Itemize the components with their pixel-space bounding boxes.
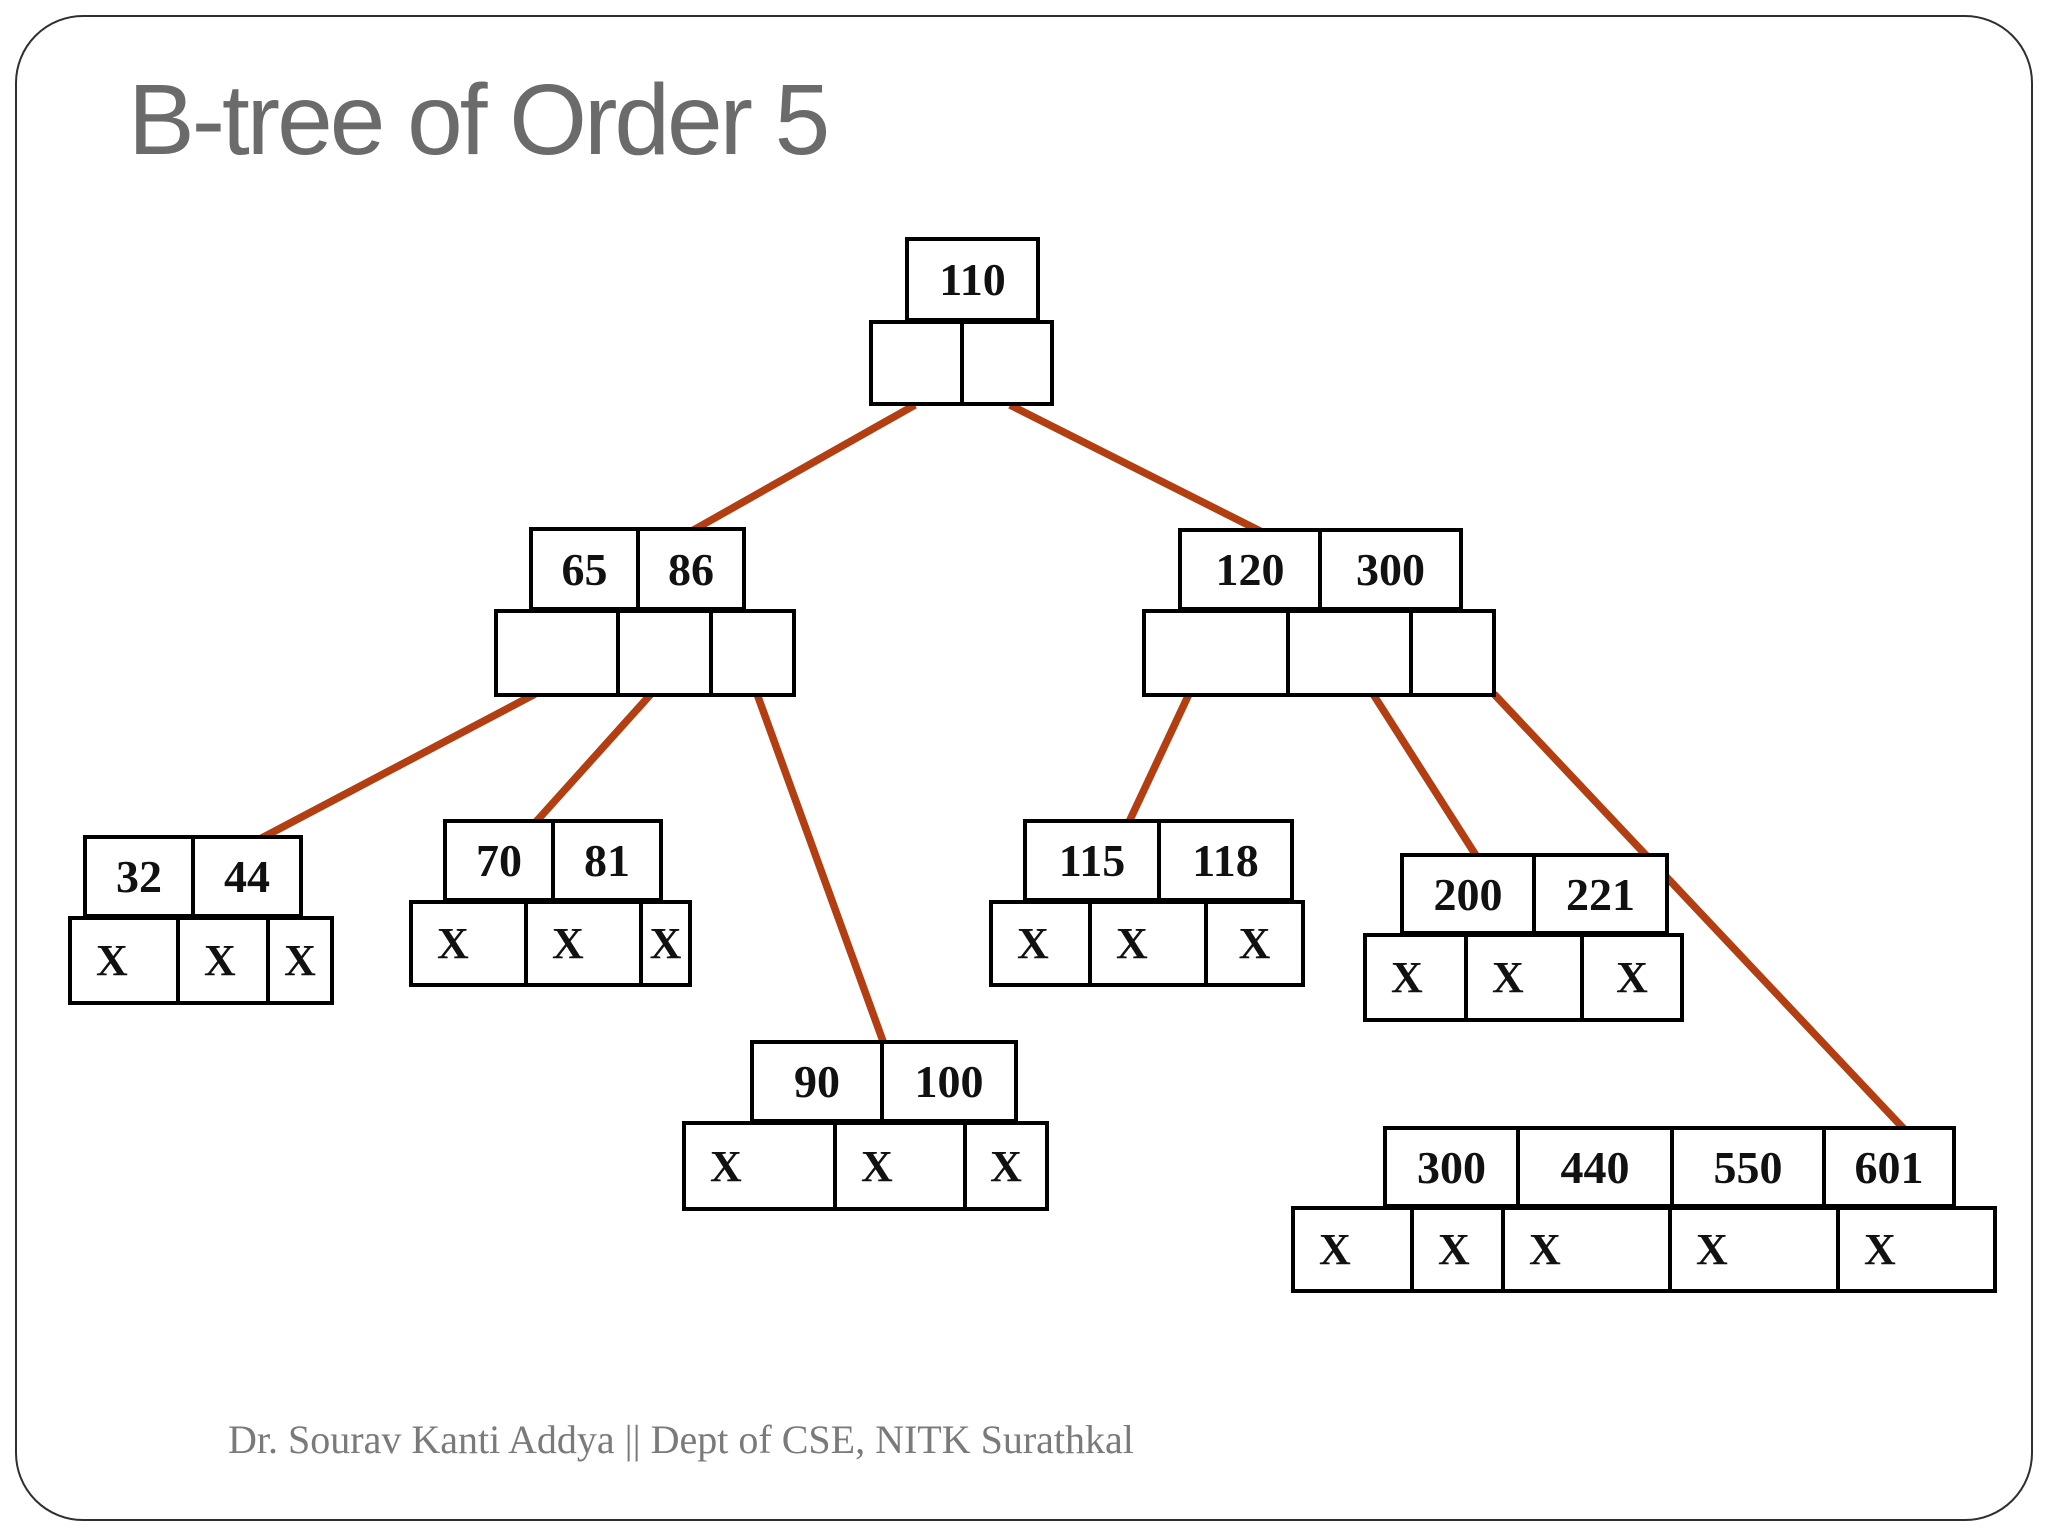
node-root-pointer-row [869,320,1054,406]
pointer-cell [494,609,620,697]
node-leaf-200-221-key-row: 200 221 [1400,853,1669,935]
key-cell: 300 [1383,1126,1520,1208]
key-cell: 44 [191,835,303,918]
pointer-cell: X [639,900,692,987]
node-internal-right-pointer-row [1142,609,1496,697]
node-leaf-200-221-pointer-row: X X X [1363,933,1684,1022]
pointer-cell [709,609,796,697]
key-cell: 65 [529,527,640,611]
pointer-cell: X [176,916,270,1005]
node-root-key-row: 110 [905,237,1040,322]
pointer-cell [869,320,964,406]
pointer-cell: X [1291,1206,1414,1293]
pointer-cell: X [1836,1206,1997,1293]
key-cell: 70 [443,819,555,902]
tree-edge-internal-right-leaf-115-118 [1124,692,1193,826]
key-cell: 221 [1532,853,1669,935]
pointer-cell: X [1088,900,1208,987]
node-leaf-115-118-key-row: 115 118 [1023,819,1294,902]
key-cell: 300 [1318,528,1463,611]
slide-footer-credit: Dr. Sourav Kanti Addya || Dept of CSE, N… [228,1417,1134,1462]
pointer-cell [1409,609,1496,697]
node-leaf-32-44-key-row: 32 44 [83,835,303,918]
pointer-cell: X [266,916,334,1005]
pointer-cell: X [1410,1206,1505,1293]
key-cell: 601 [1822,1126,1956,1208]
pointer-cell: X [409,900,528,987]
pointer-cell: X [1204,900,1305,987]
pointer-cell [1142,609,1290,697]
pointer-cell: X [1464,933,1584,1022]
pointer-cell: X [68,916,180,1005]
pointer-cell: X [682,1121,837,1211]
node-leaf-32-44-pointer-row: X X X [68,916,334,1005]
key-cell: 32 [83,835,195,918]
node-leaf-300-601-pointer-row: X X X X X [1291,1206,1997,1293]
tree-edge-internal-left-leaf-90-100 [753,692,888,1046]
pointer-cell: X [963,1121,1049,1211]
slide-title: B-tree of Order 5 [128,64,830,176]
key-cell: 115 [1023,819,1161,902]
pointer-cell [616,609,713,697]
pointer-cell: X [524,900,643,987]
node-internal-right-key-row: 120 300 [1178,528,1463,611]
key-cell: 440 [1516,1126,1674,1208]
node-leaf-90-100-pointer-row: X X X [682,1121,1049,1211]
pointer-cell: X [1501,1206,1672,1293]
key-cell: 120 [1178,528,1322,611]
pointer-cell [1286,609,1413,697]
pointer-cell: X [1668,1206,1840,1293]
node-internal-left-key-row: 65 86 [529,527,746,611]
pointer-cell [960,320,1054,406]
tree-edge-internal-left-leaf-32-44 [256,690,537,844]
tree-edge-root-internal-right [1008,401,1264,536]
node-leaf-70-81-key-row: 70 81 [443,819,663,902]
key-cell: 81 [551,819,663,902]
tree-edge-internal-left-leaf-70-81 [531,691,654,827]
tree-edge-root-internal-left [688,401,917,536]
tree-edge-internal-right-leaf-300-601 [1491,691,1908,1133]
node-leaf-115-118-pointer-row: X X X [989,900,1305,987]
key-cell: 118 [1157,819,1294,902]
key-cell: 90 [750,1040,884,1123]
key-cell: 550 [1670,1126,1826,1208]
pointer-cell: X [1580,933,1684,1022]
key-cell: 86 [636,527,746,611]
pointer-cell: X [989,900,1092,987]
key-cell: 110 [905,237,1040,322]
node-leaf-300-601-key-row: 300 440 550 601 [1383,1126,1956,1208]
pointer-cell: X [1363,933,1468,1022]
pointer-cell: X [833,1121,967,1211]
key-cell: 200 [1400,853,1536,935]
node-leaf-90-100-key-row: 90 100 [750,1040,1018,1123]
tree-edge-internal-right-leaf-200-221 [1369,691,1481,860]
node-internal-left-pointer-row [494,609,796,697]
node-leaf-70-81-pointer-row: X X X [409,900,692,987]
key-cell: 100 [880,1040,1018,1123]
slide-border-frame [15,15,2033,1521]
